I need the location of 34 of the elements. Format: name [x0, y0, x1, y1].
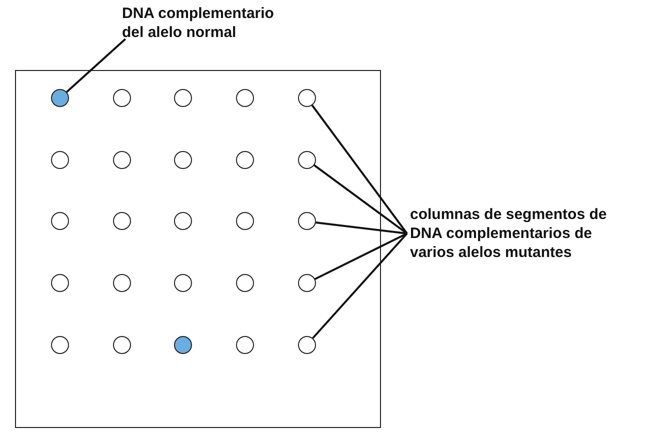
sample-dot: [51, 89, 69, 107]
leader-line: [66, 38, 126, 93]
sample-dot: [236, 336, 254, 354]
sample-dot: [174, 336, 192, 354]
sample-dot: [174, 212, 192, 230]
sample-dot: [298, 336, 316, 354]
sample-dot: [174, 274, 192, 292]
sample-dot: [298, 212, 316, 230]
sample-dot: [112, 212, 131, 230]
leader-line: [311, 104, 408, 234]
sample-dot: [112, 150, 131, 169]
sample-dot: [298, 150, 316, 169]
sample-dot: [51, 336, 69, 354]
leader-line: [312, 232, 408, 339]
sample-dot: [236, 274, 254, 292]
sample-dot: [174, 89, 192, 107]
sample-dot: [298, 274, 316, 292]
sample-dot: [51, 274, 69, 292]
sample-dot: [236, 89, 254, 107]
callout-text: columnas de segmentos de DNA complementarios de varios alelos mutantes: [410, 205, 615, 262]
callout-text: DNA complementario del alelo normal: [122, 4, 292, 42]
sample-dot: [112, 336, 131, 354]
leader-line: [314, 232, 408, 280]
sample-dot: [298, 89, 316, 107]
sample-dot: [51, 212, 69, 230]
array-panel: [15, 70, 381, 428]
sample-dot: [112, 274, 131, 292]
sample-dot: [236, 212, 254, 230]
sample-dot: [236, 150, 254, 169]
sample-dot: [112, 89, 131, 107]
leader-line: [316, 221, 408, 234]
leader-line: [313, 164, 408, 234]
sample-dot: [51, 150, 69, 169]
sample-dot: [174, 150, 192, 169]
